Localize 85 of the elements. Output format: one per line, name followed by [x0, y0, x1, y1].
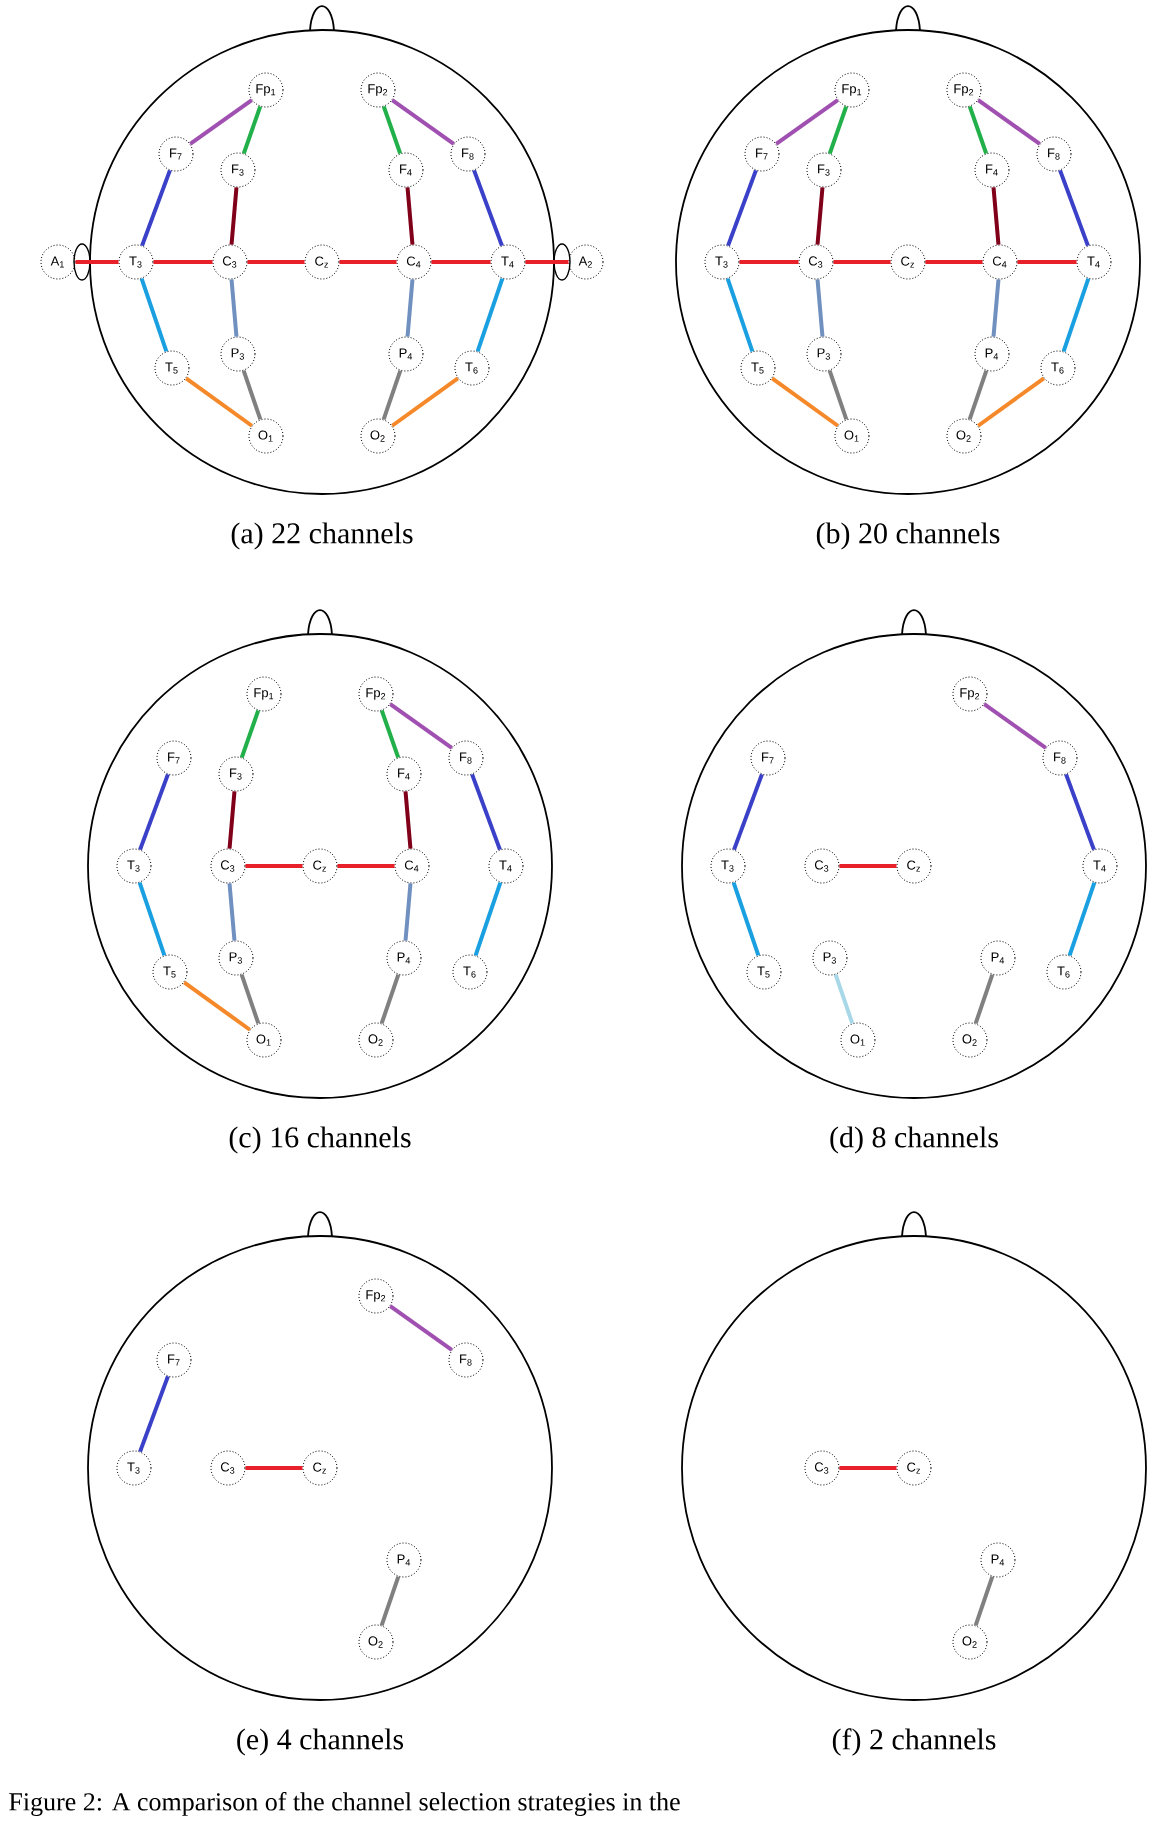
channel-line — [470, 773, 502, 851]
channel-line — [983, 702, 1047, 750]
channel-line — [389, 702, 453, 750]
channel-line — [833, 973, 855, 1025]
channel-line — [472, 169, 504, 247]
panel-caption: (b) 20 channels — [816, 522, 1000, 550]
channel-line — [1064, 773, 1096, 851]
channel-line — [379, 1575, 401, 1627]
channel-line — [977, 98, 1041, 146]
channel-line — [153, 260, 213, 264]
panel-caption: (f) 2 channels — [832, 1728, 996, 1756]
channel-line — [381, 369, 403, 421]
channel-line — [379, 973, 401, 1025]
head-outline — [675, 5, 1141, 495]
channel-line — [389, 1304, 453, 1352]
channel-line — [189, 98, 253, 146]
channel-line — [241, 105, 263, 155]
channel-line — [827, 105, 849, 155]
head-outline — [87, 1211, 553, 1701]
channel-line — [991, 279, 1001, 337]
channel-line — [241, 369, 263, 421]
channel-line — [977, 376, 1045, 428]
channel-line — [403, 883, 413, 941]
channel-line — [431, 260, 491, 264]
channel-line — [245, 864, 303, 868]
channel-line — [229, 279, 239, 337]
channel-line — [839, 864, 897, 868]
channel-line — [925, 260, 983, 264]
channel-line — [731, 881, 761, 957]
channel-line — [973, 973, 995, 1025]
channel-line — [75, 260, 119, 264]
channel-line — [379, 709, 401, 759]
channel-line — [339, 260, 397, 264]
panel-caption: (a) 22 channels — [231, 522, 413, 550]
channel-line — [138, 1375, 170, 1453]
head-outline — [87, 609, 553, 1099]
head-outline — [681, 609, 1147, 1099]
channel-line — [381, 105, 403, 155]
channel-line — [833, 260, 891, 264]
panel-caption: (e) 4 channels — [237, 1728, 404, 1756]
channel-line — [337, 864, 395, 868]
channel-line — [967, 369, 989, 421]
channel-line — [247, 260, 305, 264]
figure-caption: Figure 2: A comparison of the channel selection strategies in the — [9, 1792, 680, 1816]
channel-line — [973, 1575, 995, 1627]
channel-line — [473, 881, 503, 957]
channel-line — [227, 791, 237, 849]
channel-line — [1017, 260, 1077, 264]
channel-line — [1058, 169, 1090, 247]
channel-line — [239, 973, 261, 1025]
panel-caption: (c) 16 channels — [229, 1126, 411, 1154]
channel-line — [815, 187, 825, 245]
channel-line — [726, 169, 758, 247]
channel-line — [245, 1466, 303, 1470]
channel-line — [525, 260, 569, 264]
channel-line — [839, 1466, 897, 1470]
channel-line — [391, 376, 459, 428]
channel-line — [140, 169, 172, 247]
channel-line — [1067, 881, 1097, 957]
head-outline — [89, 5, 555, 495]
panel-caption: (d) 8 channels — [830, 1126, 998, 1154]
channel-line — [991, 187, 1001, 245]
channel-line — [403, 791, 413, 849]
channel-line — [139, 277, 169, 353]
channel-line — [405, 279, 415, 337]
channel-line — [138, 773, 170, 851]
channel-line — [732, 773, 764, 851]
channel-line — [827, 369, 849, 421]
channel-line — [775, 98, 839, 146]
channel-line — [739, 260, 799, 264]
channel-line — [475, 277, 505, 353]
channel-line — [391, 98, 455, 146]
channel-line — [771, 376, 839, 428]
channel-line — [725, 277, 755, 353]
channel-line — [967, 105, 989, 155]
channel-line — [405, 187, 415, 245]
channel-line — [137, 881, 167, 957]
channel-line — [229, 187, 239, 245]
head-outline — [681, 1211, 1147, 1701]
channel-line — [183, 980, 251, 1032]
channel-line — [1061, 277, 1091, 353]
channel-line — [815, 279, 825, 337]
channel-line — [239, 709, 261, 759]
channel-line — [227, 883, 237, 941]
channel-line — [185, 376, 253, 428]
